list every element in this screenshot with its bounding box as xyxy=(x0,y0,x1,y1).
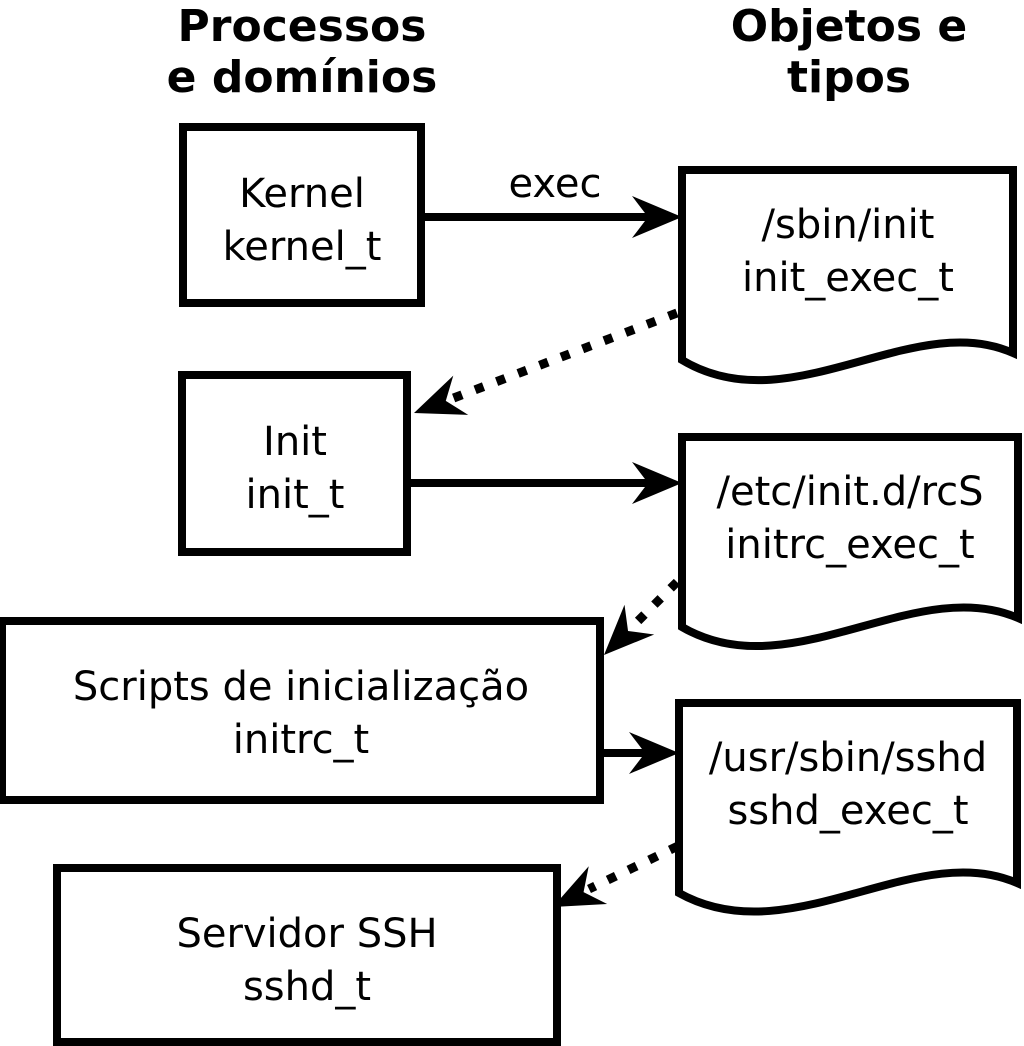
object-type-sbin-init: init_exec_t xyxy=(742,255,954,301)
object-path-sbin-init: /sbin/init xyxy=(762,202,935,248)
process-box-rect xyxy=(0,617,604,804)
header-objects-line2: tipos xyxy=(787,52,911,103)
document-shape-icon xyxy=(675,699,1021,916)
object-type-usr-sbin-sshd: sshd_exec_t xyxy=(727,788,968,834)
transition-arrow-sshd-exec-to-sshd xyxy=(553,841,680,907)
exec-arrow-init-to-rcs xyxy=(410,462,682,504)
process-type-init: init_t xyxy=(246,472,345,518)
dotted-shaft xyxy=(629,578,681,630)
object-doc-usr-sbin-sshd: /usr/sbin/sshd sshd_exec_t xyxy=(675,699,1021,916)
object-type-rcs: initrc_exec_t xyxy=(725,522,974,568)
process-type-initrc: initrc_t xyxy=(233,717,370,763)
column-header-processes: Processos e domínios xyxy=(167,1,438,103)
arrowhead-icon xyxy=(414,375,469,415)
arrowhead-icon xyxy=(629,732,679,774)
process-type-sshd: sshd_t xyxy=(243,964,371,1010)
transition-arrow-sbin-init-to-init xyxy=(414,308,679,415)
dotted-shaft xyxy=(449,308,679,404)
process-name-initrc: Scripts de inicialização xyxy=(73,664,529,710)
process-name-init: Init xyxy=(263,419,327,465)
arrowhead-icon xyxy=(632,462,682,504)
process-name-sshd: Servidor SSH xyxy=(176,911,437,957)
process-name-kernel: Kernel xyxy=(239,171,365,217)
arrowhead-icon xyxy=(604,604,655,655)
exec-arrow-initrc-to-sshd xyxy=(600,732,679,774)
exec-arrow-label: exec xyxy=(509,161,602,207)
object-doc-rcs: /etc/init.d/rcS initrc_exec_t xyxy=(678,433,1022,651)
object-path-usr-sbin-sshd: /usr/sbin/sshd xyxy=(709,735,987,781)
header-objects-line1: Objetos e xyxy=(731,1,967,52)
process-box-initrc: Scripts de inicialização initrc_t xyxy=(0,617,604,804)
process-type-kernel: kernel_t xyxy=(223,224,382,270)
arrowhead-icon xyxy=(553,866,608,907)
transition-arrow-rcs-to-initrc xyxy=(604,578,681,655)
process-box-init: Init init_t xyxy=(178,371,411,556)
document-shape-icon xyxy=(678,166,1017,385)
exec-arrow-kernel-to-sbin-init: exec xyxy=(421,161,682,238)
arrowhead-icon xyxy=(632,196,682,238)
process-box-sshd: Servidor SSH sshd_t xyxy=(53,864,561,1046)
process-box-rect xyxy=(178,371,411,556)
object-doc-sbin-init: /sbin/init init_exec_t xyxy=(678,166,1017,385)
process-box-rect xyxy=(53,864,561,1046)
document-shape-icon xyxy=(678,433,1022,651)
process-box-rect xyxy=(179,123,425,307)
header-processes-line1: Processos xyxy=(178,1,427,52)
dotted-shaft xyxy=(587,841,680,894)
object-path-rcs: /etc/init.d/rcS xyxy=(716,469,983,515)
header-processes-line2: e domínios xyxy=(167,52,438,103)
process-box-kernel: Kernel kernel_t xyxy=(179,123,425,307)
column-header-objects: Objetos e tipos xyxy=(731,1,967,103)
